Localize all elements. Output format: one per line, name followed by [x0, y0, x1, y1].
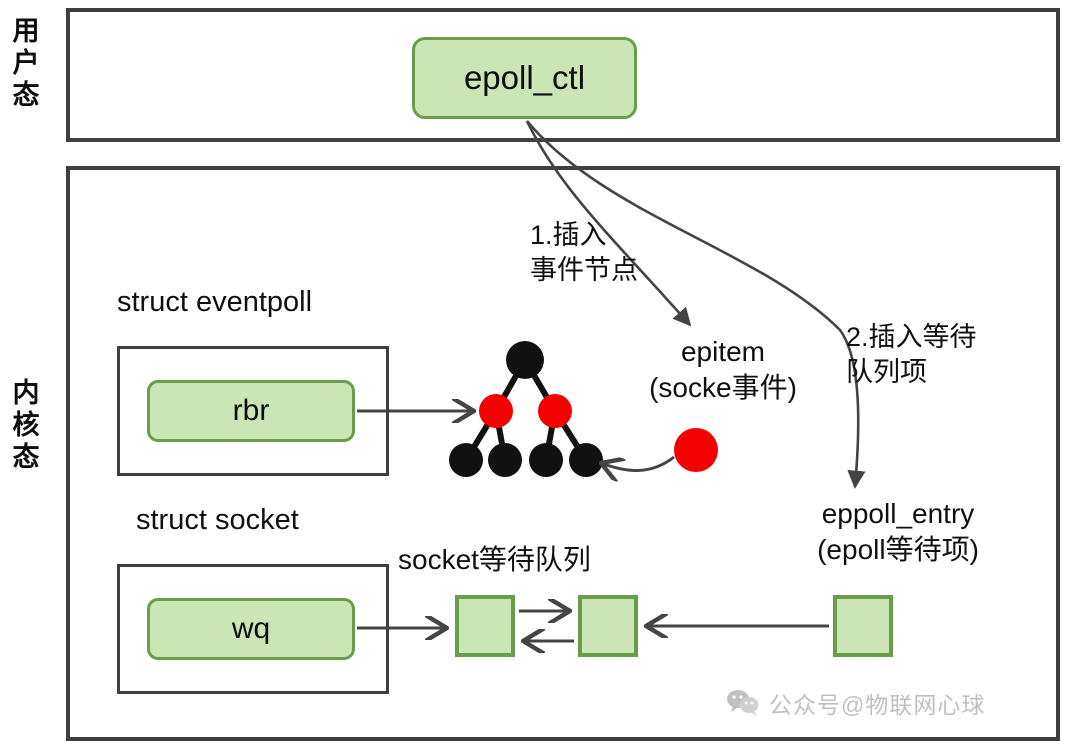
- epoll-ctl-box[interactable]: epoll_ctl: [412, 37, 637, 119]
- kernel-mode-zone: [66, 166, 1060, 741]
- rbtree-node-left-red: [479, 394, 513, 428]
- wait-queue-node-2[interactable]: [578, 595, 638, 657]
- rbtree-node-leaf-3: [529, 443, 563, 477]
- rbtree-node-leaf-4: [569, 443, 603, 477]
- new-epitem-node: [674, 428, 718, 472]
- rbtree-nodes: [449, 341, 603, 477]
- wq-label: wq: [231, 612, 271, 645]
- wq-field-box[interactable]: wq: [147, 598, 355, 660]
- socket-wait-queue-label: socket等待队列: [398, 544, 591, 575]
- rbtree-node-leaf-1: [449, 443, 483, 477]
- user-mode-label: 用户态: [12, 16, 40, 110]
- wait-queue-node-3[interactable]: [833, 595, 893, 657]
- annotation-step-1: 1.插入 事件节点: [530, 220, 638, 285]
- kernel-mode-label: 内核态: [12, 378, 40, 472]
- struct-eventpoll-caption: struct eventpoll: [117, 286, 313, 318]
- user-mode-zone: [66, 8, 1060, 142]
- eppoll-entry-label: eppoll_entry (epoll等待项): [817, 498, 979, 566]
- epoll-ctl-label: epoll_ctl: [463, 59, 586, 96]
- rbtree-node-root: [506, 341, 544, 379]
- rbtree-node-leaf-2: [488, 443, 522, 477]
- rbr-label: rbr: [232, 394, 270, 427]
- wait-queue-node-1[interactable]: [455, 595, 515, 657]
- arrow-new-epitem-to-rbtree: [601, 455, 675, 471]
- arrow-epollctl-to-epitem: [525, 120, 692, 327]
- watermark: 公众号@物联网心球: [726, 686, 985, 720]
- rbtree-node-right-red: [538, 394, 572, 428]
- annotation-step-2: 2.插入等待 队列项: [846, 322, 977, 387]
- rbr-field-box[interactable]: rbr: [147, 380, 355, 442]
- epitem-label: epitem (socke事件): [649, 336, 797, 404]
- arrow-epollctl-to-eppoll-entry: [526, 120, 866, 489]
- struct-socket-caption: struct socket: [136, 504, 299, 536]
- wechat-icon: [727, 690, 759, 716]
- watermark-text: 公众号@物联网心球: [769, 692, 986, 718]
